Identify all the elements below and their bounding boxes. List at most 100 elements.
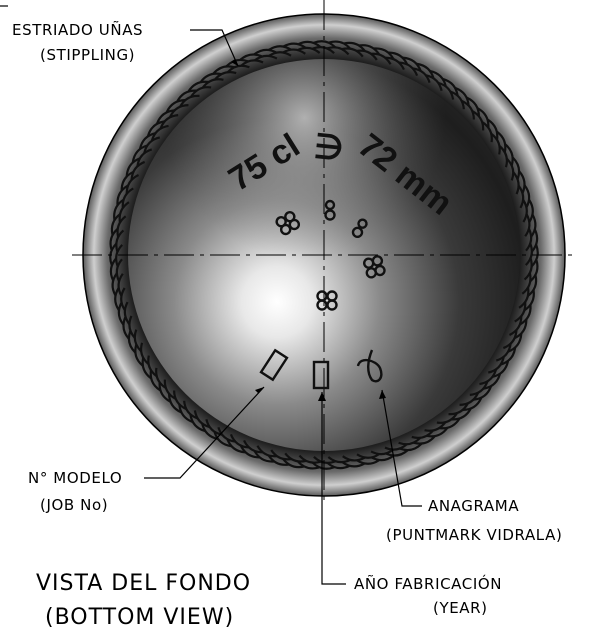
stipple-notch <box>297 40 322 54</box>
stipple-notch <box>524 213 537 238</box>
stipple-notch <box>134 342 150 367</box>
stipple-notch <box>109 227 125 252</box>
year-leader <box>321 392 346 585</box>
stipple-notch <box>187 80 212 98</box>
stipple-notch <box>109 242 124 267</box>
stipple-notch <box>514 302 532 326</box>
stipple-notch <box>479 369 502 390</box>
stipple-notch <box>239 53 264 67</box>
stipple-notch <box>199 72 224 89</box>
stipple-notch <box>450 86 470 110</box>
model-sublabel: (JOB No) <box>40 496 108 514</box>
stipple-notch <box>356 44 381 61</box>
anagram-label: ANAGRAMA <box>428 497 519 515</box>
stipple-notch <box>239 439 263 459</box>
stipple-notch <box>502 330 523 353</box>
anagram-sublabel: (PUNTMARK VIDRALA) <box>386 526 562 544</box>
stipple-notch <box>487 356 510 378</box>
stipple-notch <box>370 448 395 462</box>
stipple-notch <box>114 287 126 311</box>
stipple-notch <box>425 69 447 92</box>
stipple-notch <box>155 109 179 129</box>
year-arrowhead <box>318 392 326 401</box>
stipple-notch <box>517 184 531 209</box>
stipple-notch <box>189 410 210 433</box>
stipple-notch <box>512 170 526 195</box>
stipple-notch <box>212 65 237 81</box>
view-subtitle: (BOTTOM VIEW) <box>45 605 234 630</box>
stipple-notch <box>424 421 449 438</box>
stipple-notch <box>117 301 131 326</box>
stipple-notch <box>498 143 514 168</box>
stipple-notch <box>522 199 534 223</box>
year-label: AÑO FABRICACIÓN <box>354 574 502 593</box>
stipple-notch <box>471 107 490 131</box>
stippling-sublabel: (STIPPLING) <box>40 46 135 64</box>
stipple-notch <box>158 379 177 403</box>
stipple-notch <box>116 184 134 208</box>
stipple-notch <box>459 392 483 412</box>
stipple-notch <box>495 343 517 366</box>
stipple-notch <box>438 77 459 100</box>
stipple-notch <box>523 258 539 283</box>
stipple-notch <box>518 287 535 312</box>
year-mark <box>312 360 330 390</box>
stipple-notch <box>412 62 435 84</box>
stipple-notch <box>524 243 539 268</box>
stipple-notch <box>341 41 366 58</box>
stipple-notch <box>436 412 461 430</box>
stipple-notch <box>508 316 528 340</box>
stipple-notch <box>122 315 136 340</box>
stipple-notch <box>213 426 236 448</box>
stipple-notch <box>253 445 277 463</box>
stipple-notch <box>481 118 499 143</box>
stipple-notch <box>146 120 169 141</box>
stipple-notch <box>178 400 198 424</box>
stipple-notch <box>385 51 409 71</box>
model-label: N° MODELO <box>28 469 122 487</box>
stipple-notch <box>461 96 481 120</box>
stipple-notch <box>149 367 167 392</box>
stippling-leader <box>190 29 239 67</box>
stipple-notch <box>326 456 351 470</box>
stipple-notch <box>141 355 158 380</box>
year-sublabel: (YEAR) <box>433 599 488 617</box>
stipple-notch <box>138 132 161 154</box>
stipple-notch <box>469 381 493 401</box>
stipple-notch <box>267 449 292 466</box>
stippling-arrowhead <box>231 59 238 66</box>
anagram-leader <box>381 389 422 507</box>
stipple-notch <box>399 56 422 77</box>
stipple-notch <box>356 453 380 465</box>
stippling-ring <box>109 40 539 470</box>
stipple-notch <box>282 42 307 55</box>
stipple-notch <box>296 454 321 470</box>
contains-symbol-engraving: ∋ <box>312 127 345 168</box>
stipple-notch <box>398 437 423 452</box>
stipple-notch <box>120 170 140 194</box>
stipple-notch <box>125 157 146 180</box>
job-number-mark <box>259 348 289 382</box>
stipple-notch <box>109 257 123 282</box>
stipple-notch <box>167 390 187 414</box>
stipple-notch <box>448 402 472 421</box>
model-leader <box>144 386 265 479</box>
stipple-notch <box>327 40 352 56</box>
stipple-notch <box>341 455 366 468</box>
stipple-notch <box>371 47 395 65</box>
model-arrowhead <box>255 387 264 393</box>
puntmark-symbol <box>356 349 383 383</box>
stipple-notch <box>282 452 307 469</box>
stipple-notch <box>253 48 278 62</box>
stipple-notch <box>131 144 153 167</box>
stipple-notch <box>268 45 292 57</box>
stipple-notch <box>225 58 250 73</box>
stipple-notch <box>110 213 127 238</box>
mould-marks <box>275 199 386 311</box>
anagram-arrowhead <box>379 390 386 399</box>
stippling-label: ESTRIADO UÑAS <box>12 20 143 39</box>
stipple-notch <box>113 198 130 223</box>
stipple-notch <box>490 130 507 155</box>
stipple-notch <box>384 443 409 457</box>
